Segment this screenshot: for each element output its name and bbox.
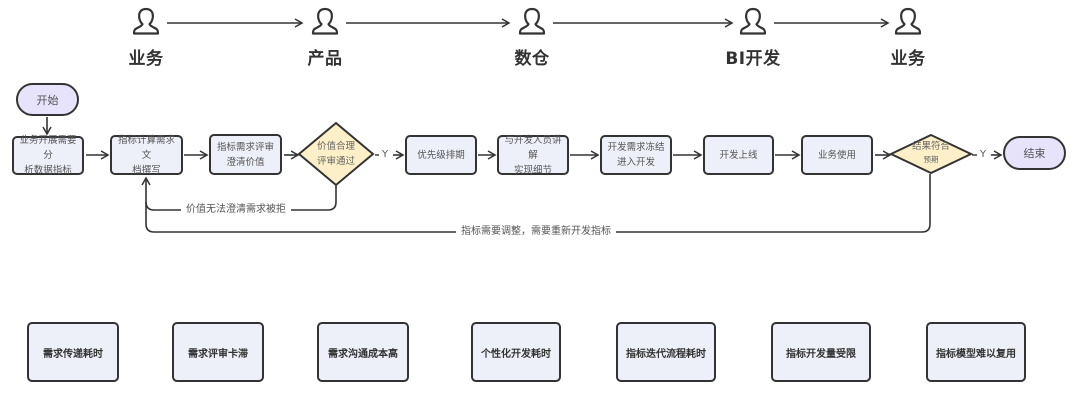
loop-reject-label: 价值无法澄清需求被拒 xyxy=(181,203,291,217)
role-label: BI开发 xyxy=(725,49,781,69)
step-line2: 析数据指标 xyxy=(24,165,72,176)
role-bi-developer: BI开发 xyxy=(713,6,793,69)
pain-point-label: 需求沟通成本高 xyxy=(328,348,398,360)
pain-point-card: 指标模型难以复用 xyxy=(926,322,1026,382)
user-icon xyxy=(739,7,767,35)
start-label: 开始 xyxy=(36,93,59,107)
step-line1: 业务开展需要分 xyxy=(19,135,77,161)
pain-point-card: 指标开发量受限 xyxy=(771,322,871,382)
step-release: 开发上线 xyxy=(703,135,774,175)
pain-point-card: 个性化开发耗时 xyxy=(471,322,561,382)
step-label: 优先级排期 xyxy=(417,149,465,161)
decision-line2: 评审通过 xyxy=(316,156,355,167)
loop-adjust-label: 指标需要调整，需要重新开发指标 xyxy=(456,225,616,239)
step-business-needs: 业务开展需要分析数据指标 xyxy=(12,135,84,176)
end-terminal: 结束 xyxy=(1003,136,1066,170)
role-business-start: 业务 xyxy=(106,6,186,69)
pain-point-label: 指标迭代流程耗时 xyxy=(626,348,706,360)
pain-point-card: 需求传递耗时 xyxy=(27,322,119,382)
decision-line1: 结果符合 xyxy=(911,141,950,152)
pain-point-label: 需求传递耗时 xyxy=(43,348,103,360)
step-line2: 档撰写 xyxy=(132,164,161,176)
step-line2: 进入开发 xyxy=(616,157,655,168)
step-line1: 指标计算需求文 xyxy=(117,134,175,161)
step-requirement-doc: 指标计算需求文档撰写 xyxy=(110,134,183,176)
step-explain-to-developers: 与开发人员讲解实现细节 xyxy=(497,134,569,176)
role-label: 业务 xyxy=(128,49,164,69)
start-terminal: 开始 xyxy=(16,83,79,116)
step-line2: 澄清价值 xyxy=(226,156,265,168)
role-label: 产品 xyxy=(307,49,343,69)
step-line1: 与开发人员讲解 xyxy=(504,134,562,161)
decision-line1: 价值合理 xyxy=(316,141,355,152)
step-line1: 指标需求评审 xyxy=(216,141,274,153)
decision-2-text: 结果符合 预期 xyxy=(901,140,961,166)
role-product: 产品 xyxy=(285,6,365,69)
step-business-use: 业务使用 xyxy=(801,135,873,175)
role-data-warehouse: 数仓 xyxy=(492,6,572,69)
decision-1-yes-label: Y xyxy=(382,149,389,160)
pain-point-label: 个性化开发耗时 xyxy=(481,348,551,360)
decision-line2: 预期 xyxy=(923,155,939,164)
decision-1-text: 价值合理 评审通过 xyxy=(306,139,366,169)
role-label: 业务 xyxy=(890,49,926,69)
end-label: 结束 xyxy=(1023,147,1046,160)
role-label: 数仓 xyxy=(514,49,550,69)
role-business-end: 业务 xyxy=(868,6,948,69)
step-line1: 开发需求冻结 xyxy=(607,142,665,153)
decision-2-yes-label: Y xyxy=(980,149,987,160)
step-requirement-review: 指标需求评审澄清价值 xyxy=(209,134,282,175)
pain-point-label: 指标模型难以复用 xyxy=(936,348,1016,360)
step-label: 开发上线 xyxy=(719,149,758,161)
pain-point-card: 指标迭代流程耗时 xyxy=(616,322,716,382)
user-icon xyxy=(311,7,339,35)
pain-point-label: 指标开发量受限 xyxy=(786,348,856,360)
user-icon xyxy=(132,7,160,35)
user-icon xyxy=(894,7,922,35)
step-freeze-requirement: 开发需求冻结进入开发 xyxy=(600,135,672,175)
user-icon xyxy=(518,7,546,35)
step-label: 业务使用 xyxy=(817,149,856,161)
pain-point-label: 需求评审卡滞 xyxy=(188,348,248,360)
pain-point-card: 需求沟通成本高 xyxy=(317,322,409,382)
step-priority-scheduling: 优先级排期 xyxy=(405,135,477,175)
pain-point-card: 需求评审卡滞 xyxy=(172,322,264,382)
step-line2: 实现细节 xyxy=(513,164,552,176)
